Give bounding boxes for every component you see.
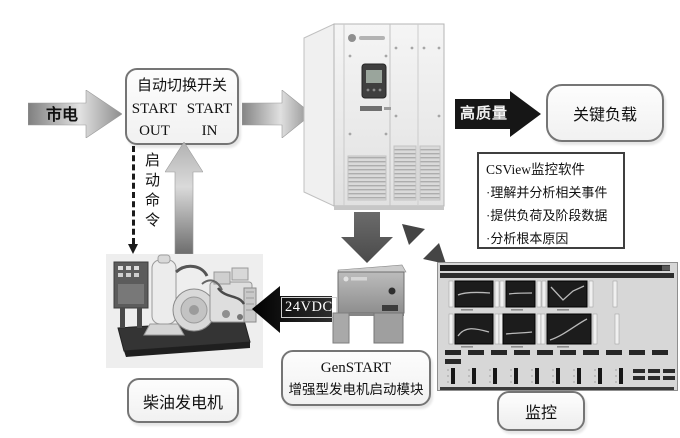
monitor-box: 监控 [497, 391, 585, 431]
ats-box: 自动切换开关 START START OUT IN [125, 68, 239, 145]
genstart-module-image [332, 264, 407, 344]
genstart-box: GenSTART 增强型发电机启动模块 [281, 350, 431, 406]
diesel-generator-box: 柴油发电机 [127, 378, 239, 423]
ups-monitor-link-arrow-icon [402, 224, 446, 264]
csview-bullet: ·提供负荷及阶段数据 [486, 208, 608, 223]
ups-cabinet-image [303, 23, 445, 210]
csview-bullet: ·分析根本原因 [486, 231, 569, 246]
mains-arrow-icon [28, 90, 122, 138]
start-command-dashed-line [132, 146, 135, 244]
ats-start-in-word: START [186, 101, 233, 117]
ups-to-genstart-arrow-icon [341, 212, 393, 263]
csview-info-box: CSView监控软件 ·理解并分析相关事件 ·提供负荷及阶段数据 ·分析根本原因 [477, 152, 625, 249]
genstart-name: GenSTART [320, 360, 392, 376]
ats-terminals: START START OUT IN [127, 98, 237, 142]
vdc-label: 24VDC [281, 297, 337, 318]
ats-out-word: OUT [139, 123, 170, 139]
diesel-generator-image [106, 254, 263, 368]
critical-load-label: 关键负载 [572, 107, 637, 124]
generator-to-ats-arrow-icon [165, 142, 203, 254]
csview-title: CSView监控软件 [486, 162, 585, 177]
start-command-label: 启动命令 [143, 152, 159, 232]
monitoring-screenshot-image [437, 262, 678, 391]
monitor-label: 监控 [524, 405, 557, 422]
csview-bullet: ·理解并分析相关事件 [486, 185, 608, 200]
genstart-desc: 增强型发电机启动模块 [288, 382, 424, 397]
ats-start-out-word: START [131, 101, 178, 117]
diesel-generator-label: 柴油发电机 [142, 394, 223, 412]
ats-title: 自动切换开关 [136, 78, 227, 94]
quality-arrow-icon [455, 91, 541, 137]
start-command-arrowhead-icon [128, 244, 138, 254]
ats-to-ups-arrow-icon [242, 90, 312, 138]
mains-label: 市电 [45, 107, 78, 124]
quality-label: 高质量 [459, 106, 508, 122]
ats-in-word: IN [201, 123, 218, 139]
critical-load-box: 关键负载 [546, 84, 664, 142]
